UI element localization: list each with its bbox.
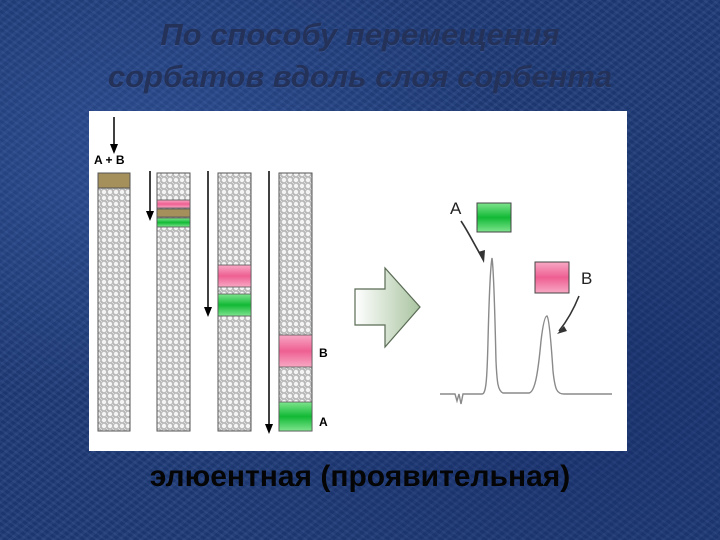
title-line-2: сорбатов вдоль слоя сорбента [107, 59, 613, 94]
column-4: B A [265, 171, 328, 434]
peak-label-b: B [581, 269, 592, 288]
peak-a-pointer-head-icon [478, 250, 485, 263]
peak-label-a: A [450, 199, 462, 218]
pink-band-3 [217, 264, 252, 288]
mixed-band [97, 172, 131, 189]
column-2 [146, 171, 191, 432]
flow-arrowhead-3 [204, 307, 212, 317]
column-1: A + B [94, 117, 131, 432]
pink-band-4 [278, 334, 313, 368]
column-3 [204, 171, 252, 432]
column-1-packing [97, 172, 131, 432]
flow-arrowhead-4 [265, 424, 273, 434]
band-label-b: B [319, 346, 328, 360]
green-band-3 [217, 293, 252, 317]
slide-caption: элюентная (проявительная) [149, 460, 571, 493]
green-band-4 [278, 401, 313, 432]
load-label: A + B [94, 153, 125, 167]
chromatography-figure: A + B B A [89, 111, 627, 451]
flow-arrowhead-2 [146, 211, 154, 221]
pink-band-2 [156, 199, 191, 209]
green-band-2 [156, 217, 191, 228]
chromatogram: A B [440, 199, 612, 405]
slide-title: По способу перемещения сорбатов вдоль сл… [0, 14, 720, 98]
flow-arrowhead-1 [110, 144, 118, 154]
chromatogram-trace [440, 257, 612, 405]
peak-a-swatch [476, 202, 512, 233]
mixed-band-2 [156, 208, 191, 218]
peak-b-swatch [534, 261, 570, 294]
column-4-packing [278, 172, 313, 432]
peak-b-pointer-head-icon [557, 326, 567, 334]
transition-arrow-icon [354, 266, 421, 349]
band-label-a: A [319, 415, 328, 429]
title-line-1: По способу перемещения [160, 17, 560, 52]
peak-b-pointer [558, 295, 580, 332]
chromatography-diagram: A + B B A [94, 117, 612, 434]
